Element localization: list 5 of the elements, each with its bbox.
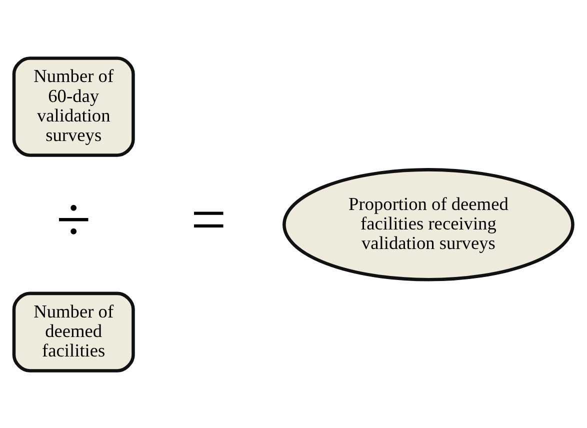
label: = bbox=[190, 184, 226, 254]
label: ÷ bbox=[56, 184, 91, 254]
node-box: Number of deemed facilities bbox=[12, 291, 135, 372]
node-ellipse: Proportion of deemed facilities receiving validation surveys bbox=[282, 168, 574, 281]
node-box: Number of 60-day validation surveys bbox=[12, 56, 135, 156]
